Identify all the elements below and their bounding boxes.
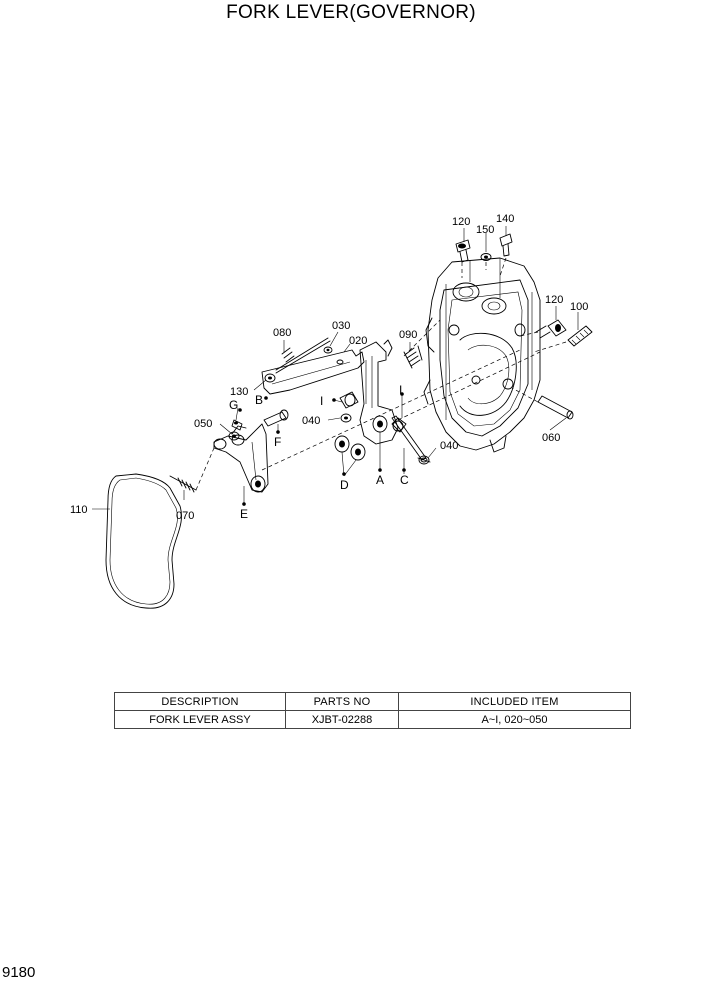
shaft-060 [537,395,574,420]
clip-040-right [417,455,431,465]
callout-060: 060 [542,432,560,444]
header-included-item: INCLUDED ITEM [398,692,631,711]
callout-150: 150 [476,224,494,236]
stud-100 [567,325,593,347]
washer-150 [480,253,492,261]
callout-100: 100 [570,301,588,313]
callout-050: 050 [194,418,212,430]
sleeve-i-right [391,417,407,433]
collar-130 [264,373,276,383]
letter-e: E [240,507,248,521]
fork-lever-e [213,423,269,493]
collar-030 [323,346,333,354]
callout-110: 110 [70,504,88,516]
letter-a: A [376,473,384,487]
cell-included-item: A~I, 020~050 [398,710,631,729]
callout-070: 070 [176,510,194,522]
spring-070 [169,475,197,493]
bolt-120-right [535,319,567,339]
bolt-140 [499,233,513,257]
parts-table-header: DESCRIPTION PARTS NO INCLUDED ITEM [114,692,631,711]
callout-030: 030 [332,320,350,332]
header-description: DESCRIPTION [114,692,286,711]
table-row: FORK LEVER ASSY XJBT-02288 A~I, 020~050 [114,710,631,729]
roller-d-left [334,435,350,453]
callout-labels: 120 140 150 120 100 090 080 030 020 130 … [70,213,588,522]
letter-g: G [229,398,238,412]
fork-lever-020 [359,339,399,445]
header-parts-no: PARTS NO [285,692,399,711]
letter-i-left: I [320,394,323,408]
spring-090 [403,345,423,369]
nut-050 [228,431,240,441]
clip-040-left [340,413,352,423]
parts-table: DESCRIPTION PARTS NO INCLUDED ITEM FORK … [114,692,631,729]
governor-housing [423,257,541,453]
rod-080 [275,337,331,374]
letter-labels: B G F I I A C D E [229,383,409,521]
callout-040-left: 040 [302,415,320,427]
callout-120-top: 120 [452,216,470,228]
page-title: FORK LEVER(GOVERNOR) [226,2,476,23]
letter-c: C [400,473,409,487]
bolt-120-top [455,239,471,263]
roller-d-right [350,443,366,461]
letter-b: B [255,393,263,407]
screw-g [231,419,243,431]
callout-090: 090 [399,329,417,341]
callout-120-right: 120 [545,294,563,306]
bolt-f [263,409,289,427]
callout-080: 080 [273,327,291,339]
cell-parts-no: XJBT-02288 [285,710,399,729]
leader-lines [92,226,579,510]
callout-040-right: 040 [440,440,458,452]
letter-d: D [340,478,349,492]
callout-140: 140 [496,213,514,225]
pin-c [391,415,428,463]
cell-description: FORK LEVER ASSY [114,710,286,729]
page-number: 9180 [2,964,36,981]
callout-130: 130 [230,386,248,398]
letter-f: F [274,435,281,449]
gasket-110 [105,473,182,609]
letter-i-right: I [399,383,402,397]
callout-020: 020 [349,335,367,347]
sleeve-i-left [339,391,359,409]
